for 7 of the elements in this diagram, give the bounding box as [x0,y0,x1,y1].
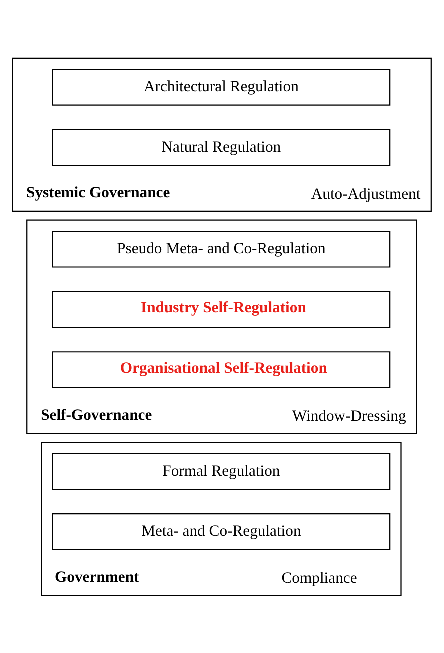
node-box: Formal Regulation [52,452,391,490]
node-box: Pseudo Meta- and Co-Regulation [52,230,391,268]
node-box: Meta- and Co-Regulation [52,513,391,550]
node-box: Organisational Self-Regulation [52,351,391,388]
node-box: Architectural Regulation [52,68,391,106]
node-box: Natural Regulation [52,128,391,166]
node-box: Industry Self-Regulation [52,290,391,328]
